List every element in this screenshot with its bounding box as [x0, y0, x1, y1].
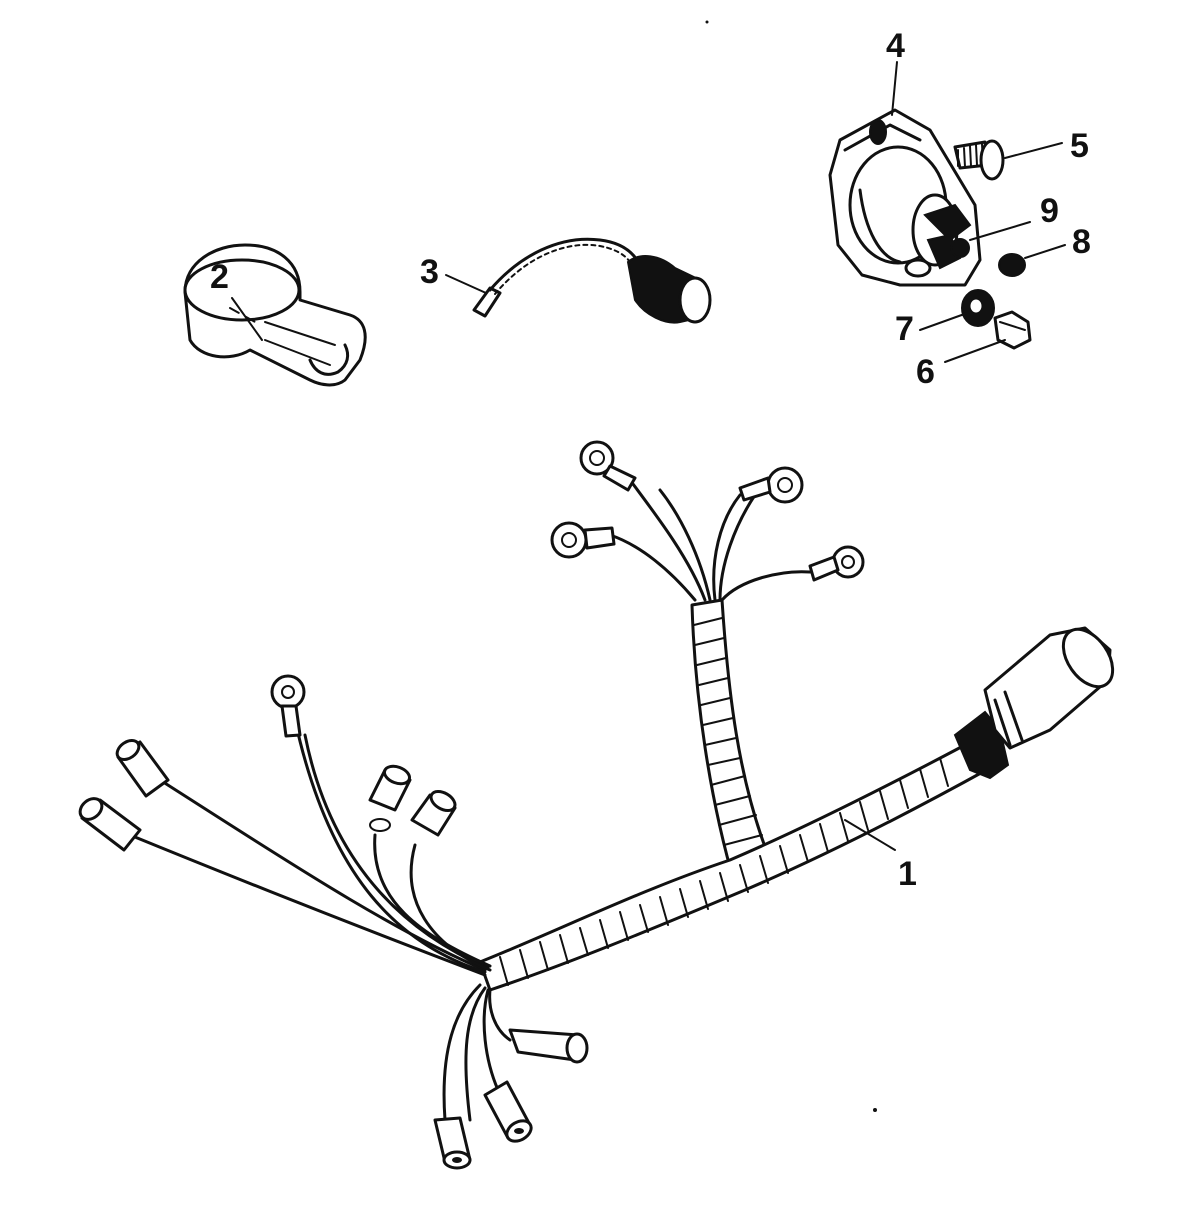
part-6-nut: [993, 310, 1032, 350]
barrel-terminal-lower-2: [483, 1080, 533, 1143]
callout-1: 1: [898, 855, 917, 893]
leader-5: [1004, 142, 1063, 159]
leader-lines: [231, 61, 1066, 851]
barrel-terminal-mid-2: [410, 790, 457, 837]
callout-2: 2: [210, 258, 229, 296]
taped-branch: [690, 598, 772, 887]
part-5-screw: [953, 139, 1005, 181]
part-3-sensor: [472, 237, 712, 324]
callout-4: 4: [886, 27, 905, 65]
leader-9: [969, 221, 1031, 241]
part-9-washer: [950, 238, 970, 258]
callout-5: 5: [1070, 127, 1089, 165]
ring-terminal-upper-4: [808, 545, 865, 582]
callout-9: 9: [1040, 192, 1059, 230]
part-7-washer: [961, 289, 995, 327]
leader-6: [944, 339, 1006, 363]
speck: [705, 20, 709, 24]
speck: [873, 1108, 877, 1112]
ring-terminal-upper-1: [579, 440, 637, 492]
barrel-terminal-mid-1: [368, 764, 412, 832]
ring-terminal-upper-3: [550, 521, 616, 559]
barrel-terminal-lower-3: [508, 1028, 589, 1064]
leader-8: [1024, 244, 1066, 259]
part-2-terminal-boot: [183, 243, 367, 387]
barrel-terminal-left-2: [78, 797, 142, 852]
part-8-washer: [998, 253, 1026, 277]
multi-pin-connector: [953, 626, 1115, 780]
leader-2: [231, 297, 263, 341]
leader-3: [445, 274, 487, 294]
part-4-solenoid: [828, 108, 982, 287]
callout-3: 3: [420, 253, 439, 291]
callout-8: 8: [1072, 223, 1091, 261]
barrel-terminal-lower-1: [433, 1116, 472, 1170]
leader-1: [844, 819, 896, 851]
upper-branch-wires: [608, 478, 812, 602]
ring-terminal-left: [270, 674, 306, 738]
barrel-terminal-left-1: [115, 738, 170, 798]
callout-6: 6: [916, 353, 935, 391]
leader-4: [891, 61, 898, 116]
left-fan-wires: [128, 718, 492, 977]
sensor-body: [626, 255, 712, 324]
ring-terminal-upper-2: [738, 466, 804, 504]
callout-7: 7: [895, 310, 914, 348]
leader-7: [919, 311, 971, 331]
part-1-wiring-harness: [78, 440, 1115, 1170]
lower-fan-wires: [442, 983, 512, 1122]
